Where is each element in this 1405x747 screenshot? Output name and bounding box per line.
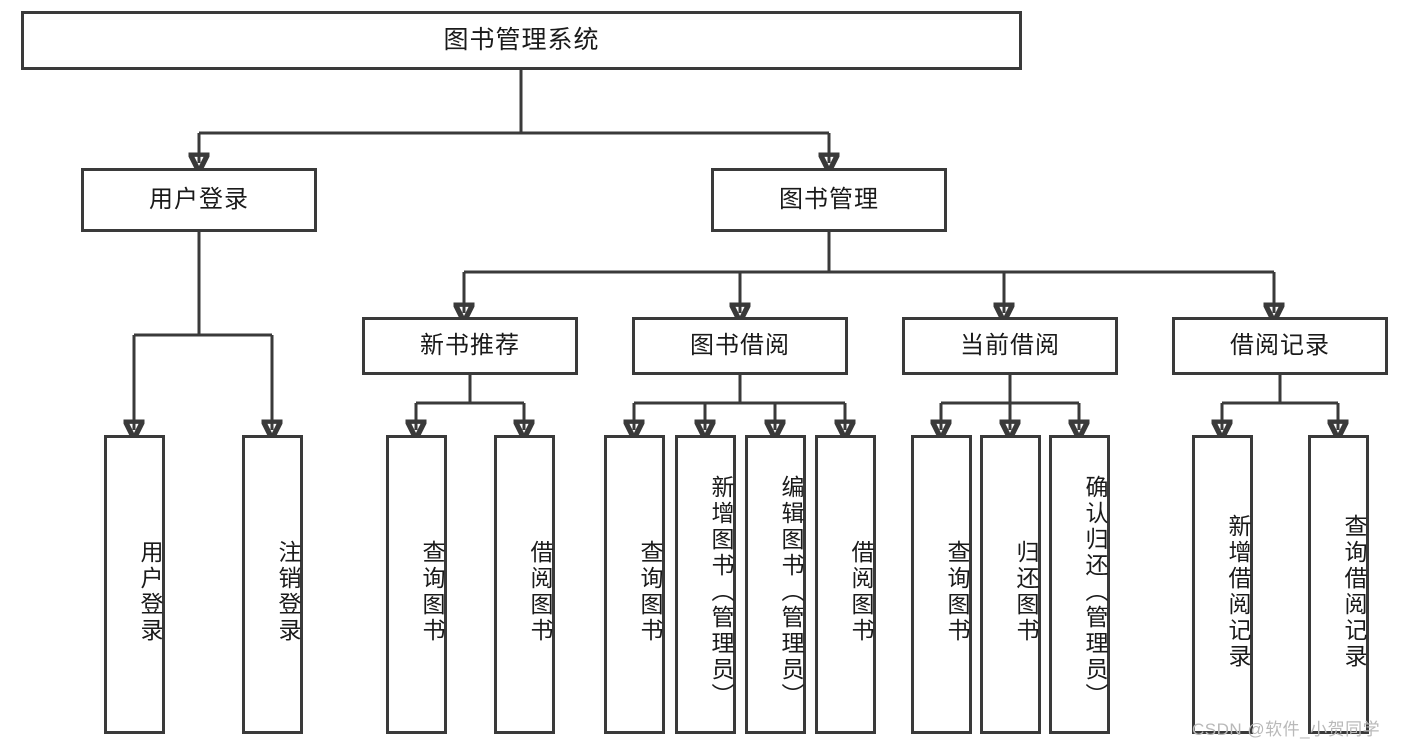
node-current-borrow[interactable]: 当前借阅 — [902, 317, 1118, 375]
leaf-record-add-record[interactable]: 新增借阅记录 — [1192, 435, 1253, 734]
node-book-borrow[interactable]: 图书借阅 — [632, 317, 848, 375]
leaf-borrow-borrow-book[interactable]: 借阅图书 — [815, 435, 876, 734]
leaf-current-query-book[interactable]: 查询图书 — [911, 435, 972, 734]
leaf-borrow-query-book[interactable]: 查询图书 — [604, 435, 665, 734]
leaf-current-return-book[interactable]: 归还图书 — [980, 435, 1041, 734]
leaf-borrow-edit-book[interactable]: 编辑图书（管理员） — [745, 435, 806, 734]
leaf-user-login-login[interactable]: 用户登录 — [104, 435, 165, 734]
leaf-new-book-query[interactable]: 查询图书 — [386, 435, 447, 734]
node-borrow-record[interactable]: 借阅记录 — [1172, 317, 1388, 375]
leaf-new-book-borrow[interactable]: 借阅图书 — [494, 435, 555, 734]
leaf-current-confirm-return[interactable]: 确认归还（管理员） — [1049, 435, 1110, 734]
leaf-user-login-logout[interactable]: 注销登录 — [242, 435, 303, 734]
node-user-login[interactable]: 用户登录 — [81, 168, 317, 232]
leaf-borrow-add-book[interactable]: 新增图书（管理员） — [675, 435, 736, 734]
node-book-management[interactable]: 图书管理 — [711, 168, 947, 232]
node-root-system[interactable]: 图书管理系统 — [21, 11, 1022, 70]
leaf-record-query-record[interactable]: 查询借阅记录 — [1308, 435, 1369, 734]
node-new-book-recommend[interactable]: 新书推荐 — [362, 317, 578, 375]
